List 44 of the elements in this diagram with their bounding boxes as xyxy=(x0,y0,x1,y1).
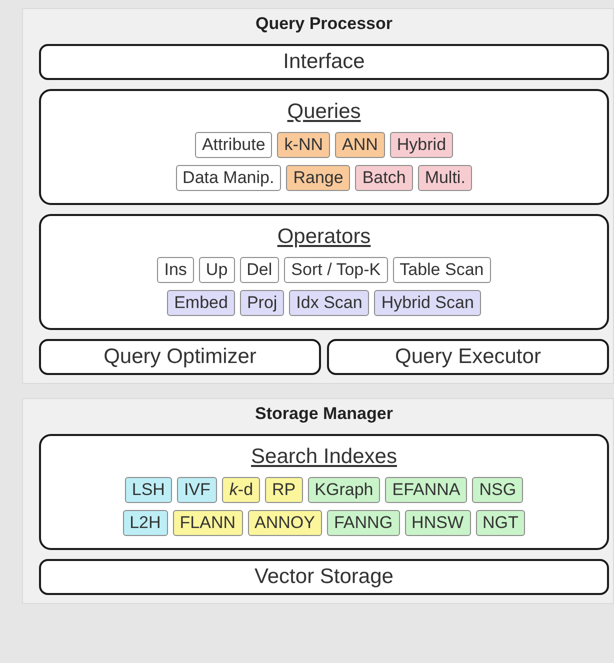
tag-chip: KGraph xyxy=(308,477,380,503)
group-heading: Operators xyxy=(277,224,371,250)
group-heading: Search Indexes xyxy=(251,444,397,470)
tag-chip: k-NN xyxy=(277,132,330,158)
tag-chip: Hybrid Scan xyxy=(374,290,481,316)
group-box xyxy=(39,214,609,330)
tag-chip: Ins xyxy=(157,257,194,283)
component-box: Query Optimizer xyxy=(39,339,321,375)
tag-chip: Range xyxy=(286,165,350,191)
group-box xyxy=(39,89,609,205)
tag-chip: ANN xyxy=(335,132,385,158)
tag-chip: Sort / Top-K xyxy=(284,257,388,283)
panel-title: Query Processor xyxy=(255,13,392,35)
tag-chip: k-d xyxy=(222,477,260,503)
tag-chip: Attribute xyxy=(194,132,272,158)
tag-chip: Embed xyxy=(167,290,235,316)
tag-chip: FANNG xyxy=(326,510,400,536)
tag-chip: Del xyxy=(240,257,280,283)
tag-chip: Batch xyxy=(355,165,413,191)
tag-chip: RP xyxy=(265,477,303,503)
layer-panel xyxy=(22,8,614,384)
tag-chip: LSH xyxy=(124,477,172,503)
tag-chip: NSG xyxy=(472,477,524,503)
group-heading: Queries xyxy=(287,99,361,125)
component-box: Query Executor xyxy=(327,339,609,375)
tag-chip: Idx Scan xyxy=(289,290,370,316)
tag-chip: EFANNA xyxy=(385,477,468,503)
group-box xyxy=(39,434,609,550)
tag-chip: Multi. xyxy=(418,165,472,191)
tag-chip: Table Scan xyxy=(392,257,491,283)
tag-chip: Hybrid xyxy=(390,132,454,158)
tag-chip: NGT xyxy=(476,510,526,536)
tag-chip: L2H xyxy=(122,510,168,536)
panel-title: Storage Manager xyxy=(255,403,393,425)
tag-chip: Data Manip. xyxy=(176,165,282,191)
tag-chip: Proj xyxy=(240,290,284,316)
tag-chip: Up xyxy=(198,257,235,283)
component-box: Interface xyxy=(39,44,609,80)
tag-chip: ANNOY xyxy=(248,510,322,536)
tag-chip: HNSW xyxy=(404,510,470,536)
layer-panel xyxy=(22,398,614,604)
tag-chip: FLANN xyxy=(172,510,243,536)
component-box: Vector Storage xyxy=(39,559,609,595)
tag-chip: IVF xyxy=(176,477,218,503)
